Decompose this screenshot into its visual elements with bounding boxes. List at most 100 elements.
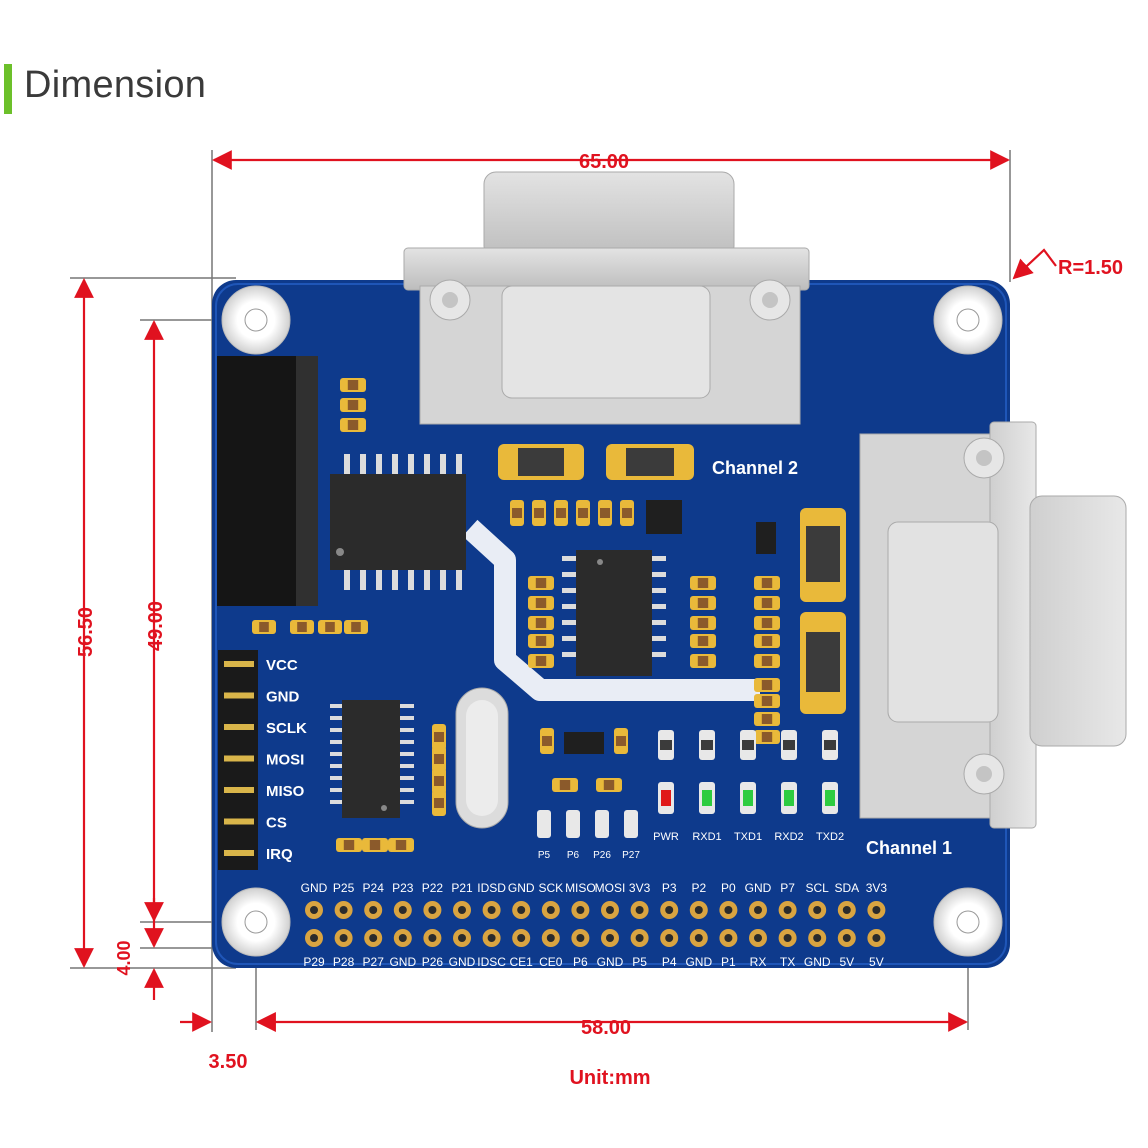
ic-chips [330,444,846,829]
spi-pin-label: VCC [266,657,298,674]
gpio-pin-hole [813,934,822,942]
edge-offset-y-value: 4.00 [114,940,134,975]
gpio-top-label: P24 [363,881,385,895]
gpio-top-label: SDA [834,881,859,895]
gpio-pin-hole [487,934,496,942]
gpio-bottom-label: RX [750,955,767,969]
gpio-pin-hole [339,934,348,942]
transistor-small [564,500,776,754]
gpio-pin-hole [635,934,644,942]
header-accent-bar [4,64,12,114]
gpio-bottom-label: P1 [721,955,736,969]
smd-resistor-body [512,508,522,518]
led-resistor-body [742,740,754,750]
height-value: 56.50 [75,607,97,657]
edge-offset-x-value: 3.50 [209,1051,248,1073]
led-label: TXD2 [816,831,844,843]
gpio-top-label: MISO [565,881,596,895]
mounting-hole-top-right [933,285,1003,355]
gpio-pin-hole [694,934,703,942]
gpio-pin-hole [783,906,792,914]
spi-pin-label: IRQ [266,846,293,863]
gpio-bottom-label: GND [449,955,476,969]
gpio-bottom-label: P29 [303,955,325,969]
smd-resistor-body [535,578,547,588]
gpio-pin-hole [724,906,733,914]
spi-pin [224,692,254,699]
ic-tssop-lower-left [330,700,414,818]
smd-resistor-body [297,622,307,632]
mounting-hole-top-left [221,285,291,355]
jumper-pad [624,810,638,838]
gpio-pin-hole [398,906,407,914]
spi-pin-header [218,650,258,870]
jumper-pad [537,810,551,838]
jumper-pad [595,810,609,838]
spi-pin [224,787,254,793]
gpio-bottom-label: P6 [573,955,588,969]
smd-resistor-body [616,736,626,746]
smd-resistor-body [697,636,709,646]
led-label: PWR [653,831,679,843]
smd-resistor-body [761,696,773,706]
gpio-top-label: IDSD [477,881,506,895]
db9-connector-channel-2 [403,171,810,425]
smd-resistor-body [761,732,773,742]
smd-resistor-body [351,622,361,632]
gpio-pin-hole [842,934,851,942]
fuses-capacitors [498,444,846,714]
led-resistor-body [701,740,713,750]
hole-spacing-x-value: 58.00 [581,1017,631,1039]
gpio-pin-hole [754,906,762,914]
smd-passives [252,378,780,852]
gpio-bottom-label: CE1 [510,955,534,969]
gpio-pin-hole [369,906,378,914]
spi-pin [224,755,254,762]
gpio-pin-hole [872,906,881,914]
gpio-pin-hole [310,906,318,914]
smd-resistor-body [603,780,615,790]
gpio-top-label: 3V3 [866,881,888,895]
smd-resistor-body [395,840,407,850]
gpio-pin-hole [872,934,881,942]
gpio-pin-hole [458,906,466,914]
gpio-bottom-label: P26 [422,955,444,969]
gpio-top-label: P0 [721,881,736,895]
gpio-top-label: GND [508,881,535,895]
gpio-pin-hole [665,906,674,914]
gpio-pin-hole [428,934,437,942]
spi-pin [224,850,254,856]
smd-resistor-body [535,598,547,608]
mounting-hole-bottom-right [933,887,1003,957]
gpio-pin-hole [635,906,644,914]
spi-pin-label: SCLK [266,720,307,737]
smd-resistor-body [697,598,709,608]
led-lens [661,790,671,806]
smd-resistor-body [697,618,709,628]
gpio-top-label: 3V3 [629,881,651,895]
gpio-top-label: P23 [392,881,414,895]
gpio-pin-hole [517,934,526,942]
gpio-pin-hole [517,906,526,914]
gpio-bottom-label: GND [389,955,416,969]
mounting-holes [221,285,1003,957]
gpio-pin-hole [842,906,851,914]
gpio-pin-hole [606,934,614,942]
smd-resistor-body [600,508,610,518]
smd-resistor-body [542,736,552,746]
unit-label: Unit:mm [569,1067,650,1089]
smd-resistor-body [578,508,588,518]
gpio-bottom-label: CE0 [539,955,563,969]
gpio-top-label: P21 [451,881,473,895]
gpio-top-label: P3 [662,881,677,895]
led-resistor-body [660,740,672,750]
gpio-pin-hole [398,934,407,942]
width-value: 65.00 [579,151,629,173]
gpio-bottom-label: IDSC [477,955,506,969]
gpio-bottom-label: P27 [363,955,385,969]
crystal-oscillator [455,687,509,829]
channel-1-label: Channel 1 [866,838,952,858]
smd-resistor-body [434,754,444,764]
gpio-pin-hole [487,906,496,914]
